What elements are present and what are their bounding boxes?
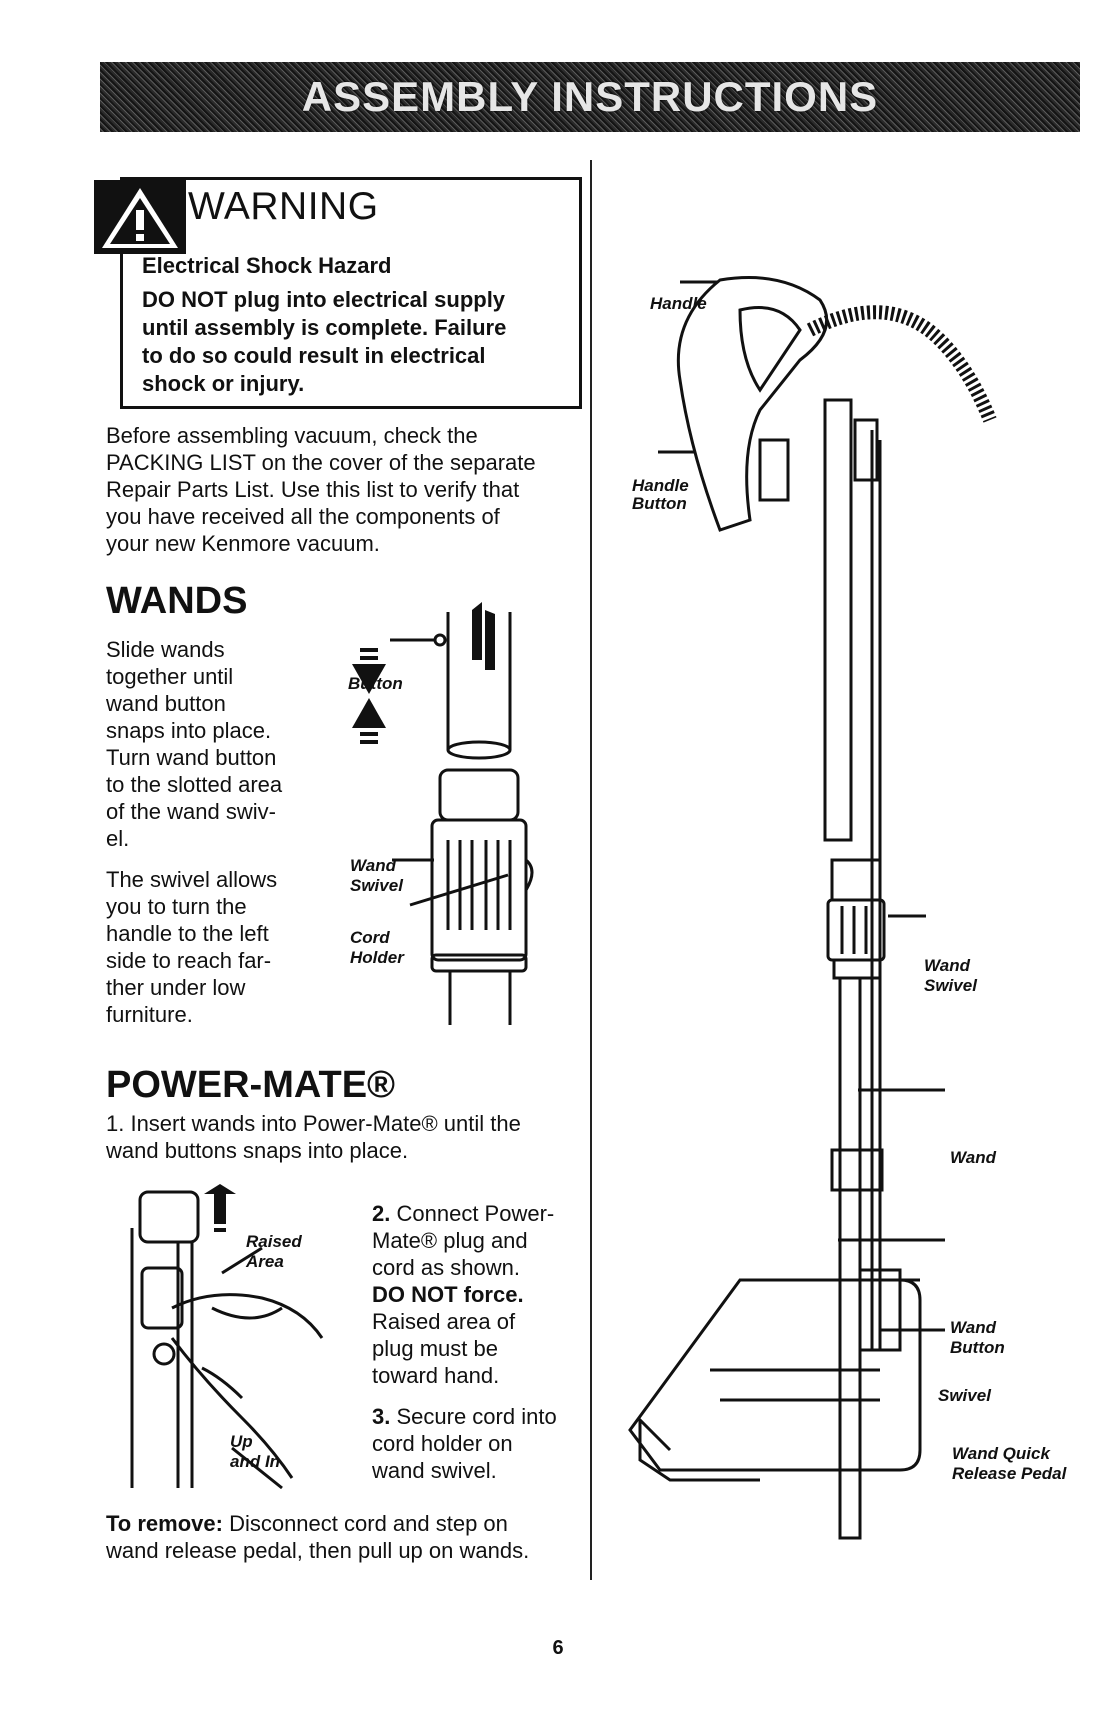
header-banner: ASSEMBLY INSTRUCTIONS bbox=[100, 62, 1080, 132]
remove-label: To remove: bbox=[106, 1511, 223, 1536]
vacuum-assembly-diagram bbox=[628, 276, 997, 1540]
text-line: Mate® plug and bbox=[372, 1228, 528, 1253]
text-line: handle to the left bbox=[106, 921, 269, 946]
text-line: 1. Insert wands into Power-Mate® until t… bbox=[106, 1111, 521, 1136]
remove-instructions: To remove: Disconnect cord and step on w… bbox=[106, 1510, 586, 1564]
warning-text: Electrical Shock Hazard DO NOT plug into… bbox=[142, 252, 572, 398]
column-divider bbox=[590, 160, 592, 1580]
diagram-label-wand-c: Wand bbox=[950, 1318, 996, 1337]
wands-paragraph-1: Slide wands together until wand button s… bbox=[106, 636, 306, 852]
text-line: plug must be bbox=[372, 1336, 498, 1361]
powermate-step-2: 2. Connect Power- Mate® plug and cord as… bbox=[372, 1200, 582, 1389]
diagram-label-wand-b: Wand bbox=[950, 1148, 996, 1167]
text-line: Before assembling vacuum, check the bbox=[106, 423, 478, 448]
text-line: The swivel allows bbox=[106, 867, 278, 892]
text-line: to the slotted area bbox=[106, 772, 283, 797]
diagram-label-handle: Handle bbox=[650, 294, 707, 313]
warning-line: until assembly is complete. Failure bbox=[142, 315, 507, 340]
wand-swivel-illustration bbox=[352, 602, 534, 1025]
text-line: you have received all the components of bbox=[106, 504, 500, 529]
caution-text: DO NOT force. bbox=[372, 1282, 524, 1307]
page-number: 6 bbox=[552, 1637, 564, 1659]
text-line: your new Kenmore vacuum. bbox=[106, 531, 380, 556]
warning-line: to do so could result in electrical bbox=[142, 343, 486, 368]
text-line: wand button bbox=[106, 691, 226, 716]
text-line: Raised area of bbox=[372, 1309, 516, 1334]
powermate-step-3: 3. Secure cord into cord holder on wand … bbox=[372, 1403, 582, 1484]
wands-paragraph-2: The swivel allows you to turn the handle… bbox=[106, 866, 306, 1028]
diagram-label-handle-2: Handle bbox=[632, 476, 689, 495]
page-title: ASSEMBLY INSTRUCTIONS bbox=[301, 73, 879, 120]
text-line: wand buttons snaps into place. bbox=[106, 1138, 409, 1163]
label-button: Button bbox=[348, 674, 403, 693]
text-line: Repair Parts List. Use this list to veri… bbox=[106, 477, 520, 502]
text-line: Turn wand button bbox=[106, 745, 277, 770]
plug-illustration bbox=[130, 1184, 324, 1490]
diagram-label-wand-a: Wand bbox=[924, 956, 970, 975]
label-up: Up bbox=[230, 1432, 253, 1451]
label-and-in: and In bbox=[230, 1452, 281, 1471]
text-line: Secure cord into bbox=[396, 1404, 557, 1429]
step-number: 3. bbox=[372, 1404, 391, 1429]
text-line: Connect Power- bbox=[396, 1201, 555, 1226]
step-number: 2. bbox=[372, 1201, 391, 1226]
powermate-step-1: 1. Insert wands into Power-Mate® until t… bbox=[106, 1110, 586, 1164]
warning-title: WARNING bbox=[188, 185, 379, 228]
text-line: snaps into place. bbox=[106, 718, 272, 743]
wands-heading: WANDS bbox=[106, 580, 248, 622]
diagram-label-release-pedal: Release Pedal bbox=[952, 1464, 1067, 1483]
text-line: together until bbox=[106, 664, 234, 689]
text-line: ther under low bbox=[106, 975, 246, 1000]
diagram-label-swivel-a: Swivel bbox=[924, 976, 977, 995]
text-line: cord as shown. bbox=[372, 1255, 520, 1280]
warning-line: DO NOT plug into electrical supply bbox=[142, 287, 506, 312]
text-line: of the wand swiv- bbox=[106, 799, 276, 824]
diagram-label-button-c: Button bbox=[950, 1338, 1005, 1357]
warning-icon-box bbox=[94, 180, 186, 254]
text-line: you to turn the bbox=[106, 894, 247, 919]
text-line: furniture. bbox=[106, 1002, 193, 1027]
text-line: wand swivel. bbox=[372, 1458, 497, 1483]
diagram-label-swivel-d: Swivel bbox=[938, 1386, 991, 1405]
powermate-heading: POWER-MATE® bbox=[106, 1064, 396, 1106]
label-wand: Wand bbox=[350, 856, 396, 875]
text-line: el. bbox=[106, 826, 130, 851]
text-line: PACKING LIST on the cover of the separat… bbox=[106, 450, 536, 475]
diagram-label-button: Button bbox=[632, 494, 687, 513]
text-line: Disconnect cord and step on bbox=[222, 1511, 508, 1536]
label-holder: Holder bbox=[350, 948, 404, 967]
label-raised: Raised bbox=[246, 1232, 302, 1251]
text-line: cord holder on bbox=[372, 1431, 513, 1456]
text-line: wand release pedal, then pull up on wand… bbox=[106, 1538, 530, 1563]
warning-triangle-icon bbox=[102, 188, 178, 248]
label-cord: Cord bbox=[350, 928, 390, 947]
text-line: toward hand. bbox=[372, 1363, 500, 1388]
text-line: Slide wands bbox=[106, 637, 225, 662]
label-area: Area bbox=[246, 1252, 284, 1271]
intro-paragraph: Before assembling vacuum, check the PACK… bbox=[106, 422, 586, 557]
warning-subtitle: Electrical Shock Hazard bbox=[142, 253, 392, 278]
diagram-label-wand-quick: Wand Quick bbox=[952, 1444, 1050, 1463]
warning-line: shock or injury. bbox=[142, 371, 305, 396]
label-swivel: Swivel bbox=[350, 876, 403, 895]
text-line: side to reach far- bbox=[106, 948, 272, 973]
warning-box bbox=[120, 177, 582, 409]
